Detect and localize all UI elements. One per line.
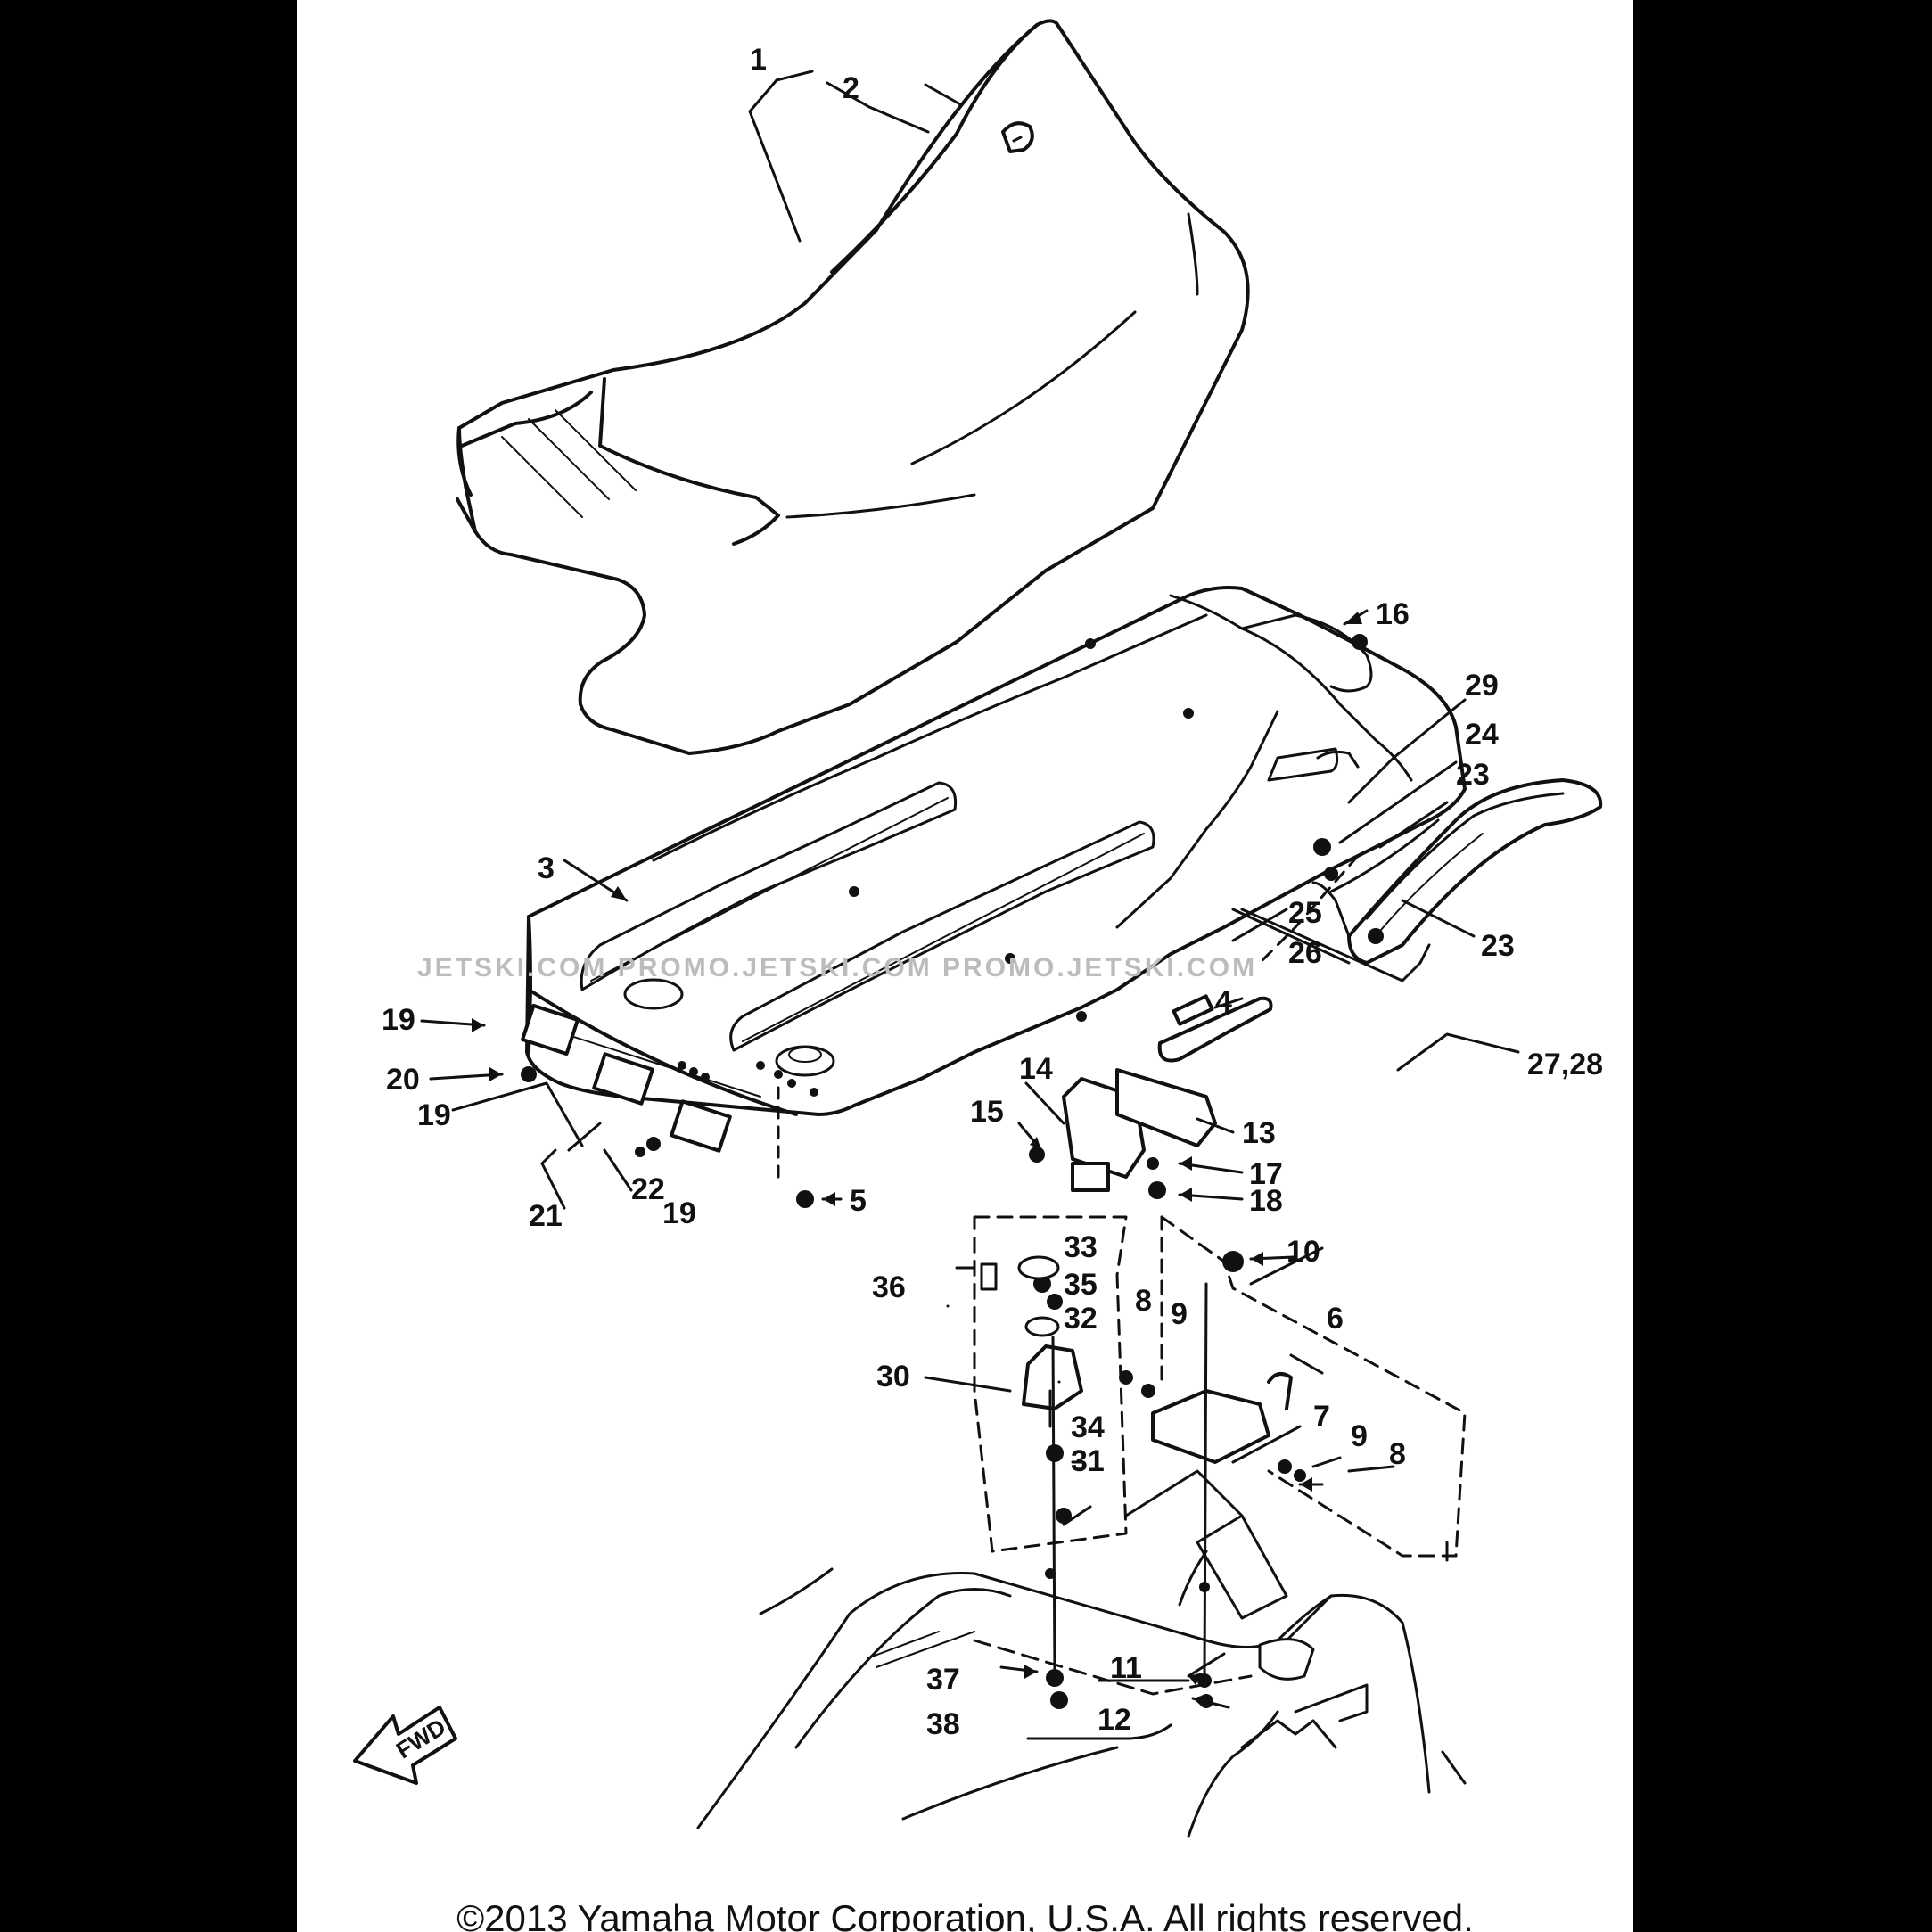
callout-36: 36 (872, 1270, 906, 1304)
callout-9a: 9 (1171, 1297, 1188, 1331)
callout-19b: 19 (417, 1098, 451, 1132)
callout-19c: 19 (662, 1196, 696, 1230)
callout-38: 38 (926, 1707, 960, 1741)
callout-25: 25 (1288, 896, 1322, 930)
callout-21: 21 (529, 1199, 563, 1233)
seat-cushion (456, 19, 1250, 755)
callout-6: 6 (1327, 1302, 1344, 1336)
callout-11: 11 (1110, 1651, 1142, 1685)
hardware-group-upper (521, 994, 1467, 1558)
callout-8a: 8 (1135, 1284, 1152, 1318)
exploded-parts-diagram: JETSKI.COM PROMO.JETSKI.COM PROMO.JETSKI… (353, 19, 1603, 1838)
grab-rail (1311, 778, 1603, 965)
callout-24: 24 (1465, 718, 1499, 752)
callout-23b: 23 (1481, 929, 1515, 963)
callout-16: 16 (1376, 597, 1410, 631)
callout-14: 14 (1019, 1052, 1053, 1086)
callout-2: 2 (843, 71, 859, 105)
seat-base (525, 586, 1467, 1179)
callout-37: 37 (926, 1663, 960, 1697)
callout-22: 22 (631, 1172, 665, 1206)
callout-23a: 23 (1456, 758, 1490, 792)
callout-12: 12 (1098, 1703, 1131, 1737)
callout-27-28: 27,28 (1527, 1048, 1603, 1081)
callout-35: 35 (1064, 1268, 1098, 1302)
callout-3: 3 (538, 851, 555, 885)
callout-9b: 9 (1351, 1419, 1368, 1453)
copyright-notice: ©2013 Yamaha Motor Corporation, U.S.A. A… (456, 1897, 1474, 1932)
callout-29: 29 (1465, 669, 1499, 703)
callout-18: 18 (1249, 1184, 1283, 1218)
callout-5: 5 (850, 1184, 867, 1218)
callout-10: 10 (1287, 1235, 1320, 1269)
callout-7: 7 (1313, 1400, 1330, 1434)
callout-20: 20 (386, 1063, 420, 1097)
watermark: JETSKI.COM PROMO.JETSKI.COM PROMO.JETSKI… (417, 953, 1257, 982)
diagram-sheet: JETSKI.COM PROMO.JETSKI.COM PROMO.JETSKI… (297, 0, 1633, 1932)
callout-33: 33 (1064, 1230, 1098, 1264)
callout-31: 31 (1071, 1444, 1105, 1478)
callout-34: 34 (1071, 1410, 1105, 1444)
callout-labels: 1 2 3 16 29 24 23 23 25 26 4 27,28 19 20… (382, 43, 1603, 1741)
callout-17: 17 (1249, 1157, 1283, 1191)
callout-8b: 8 (1389, 1437, 1406, 1471)
callout-1: 1 (750, 43, 767, 77)
forward-arrow (353, 1706, 457, 1785)
callout-13: 13 (1242, 1116, 1276, 1150)
hull-lower (696, 1514, 1431, 1838)
callout-4: 4 (1215, 985, 1232, 1019)
callout-15: 15 (970, 1095, 1004, 1129)
callout-30: 30 (876, 1360, 910, 1394)
callout-19a: 19 (382, 1003, 415, 1037)
callout-32: 32 (1064, 1302, 1098, 1336)
callout-26: 26 (1288, 936, 1322, 970)
